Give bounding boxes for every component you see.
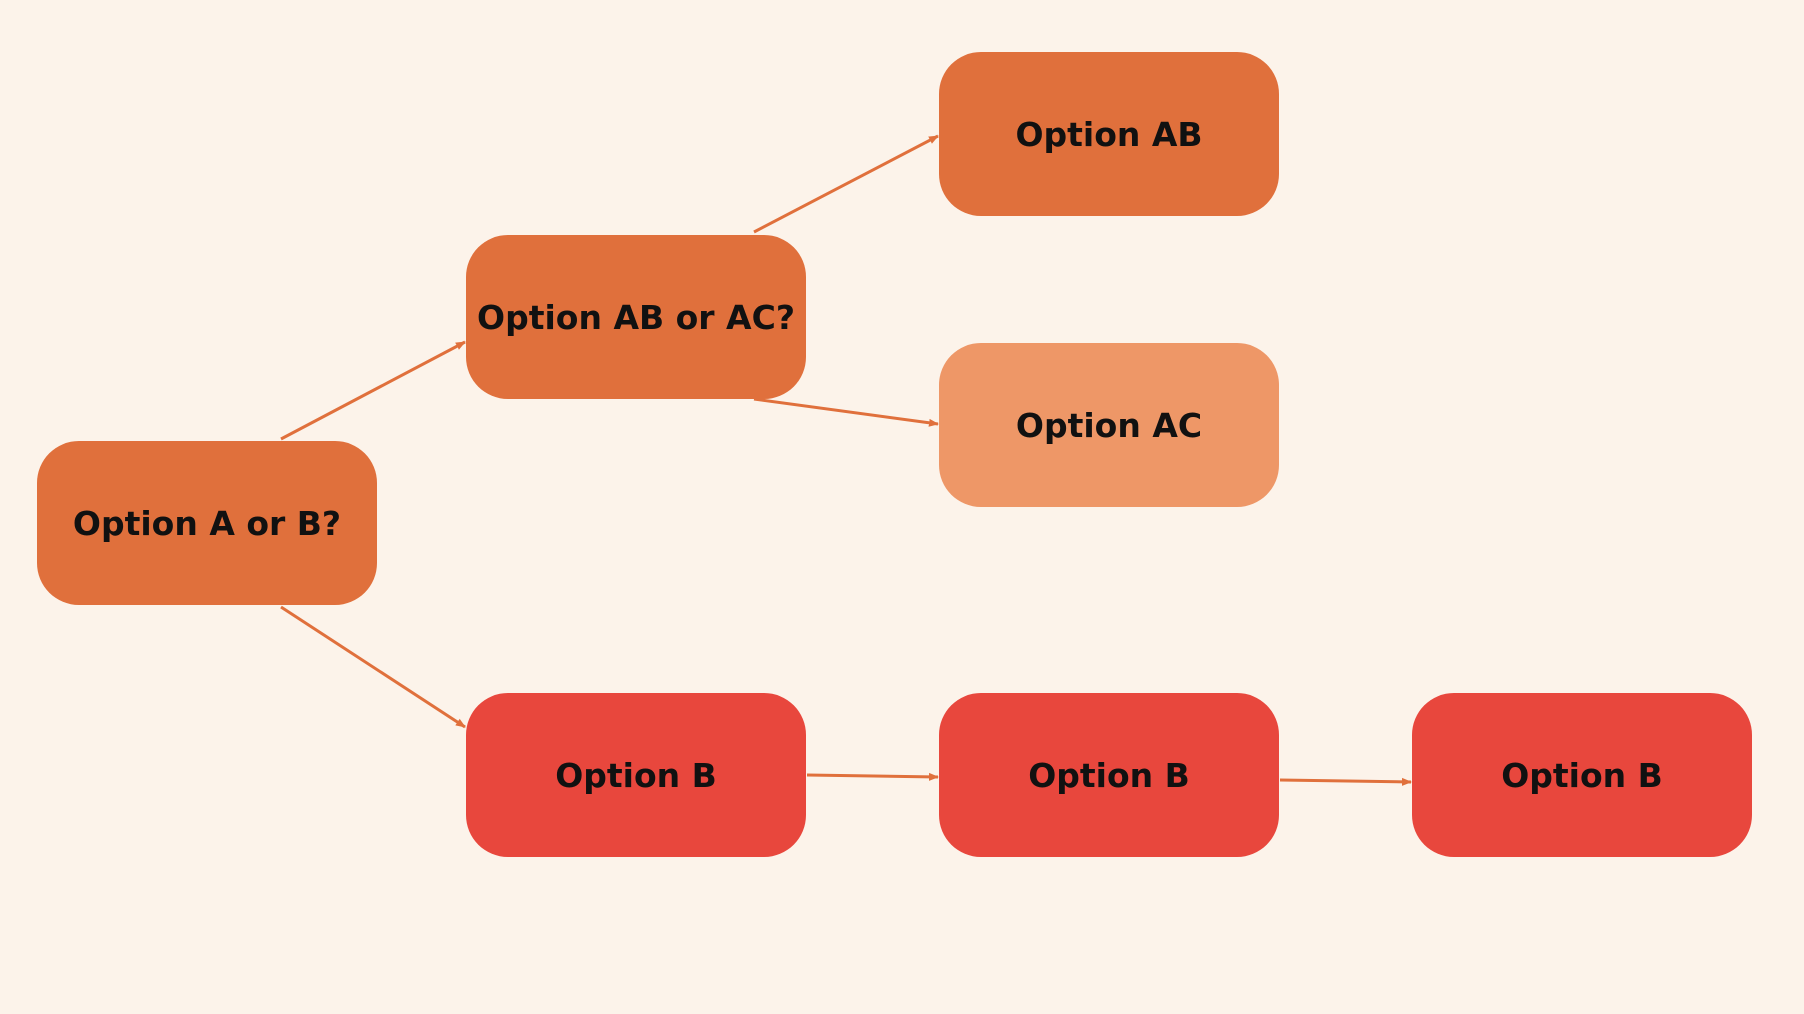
- node-label: Option AB: [1015, 114, 1203, 154]
- node-option-b-2: Option B: [939, 693, 1279, 857]
- node-label: Option AB or AC?: [477, 297, 795, 337]
- node-option-ab-or-ac: Option AB or AC?: [466, 235, 806, 399]
- node-label: Option AC: [1015, 405, 1203, 445]
- node-label: Option B: [555, 755, 717, 795]
- arrow-root-to-option-b: [280, 605, 466, 729]
- node-label: Option B: [1501, 755, 1663, 795]
- node-option-ab: Option AB: [939, 52, 1279, 216]
- node-option-ac: Option AC: [939, 343, 1279, 507]
- node-label: Option A or B?: [72, 503, 342, 543]
- arrow-root-to-ab-or-ac: [280, 340, 466, 441]
- node-option-b-3: Option B: [1412, 693, 1752, 857]
- arrow-option-b-2-to-option-b-3: [1279, 777, 1412, 786]
- node-option-a-or-b: Option A or B?: [37, 441, 377, 605]
- arrow-ab-or-ac-to-option-ab: [753, 134, 939, 234]
- arrow-option-b-to-option-b-2: [806, 772, 939, 781]
- node-option-b-1: Option B: [466, 693, 806, 857]
- node-label: Option B: [1028, 755, 1190, 795]
- arrow-ab-or-ac-to-option-ac: [753, 397, 939, 427]
